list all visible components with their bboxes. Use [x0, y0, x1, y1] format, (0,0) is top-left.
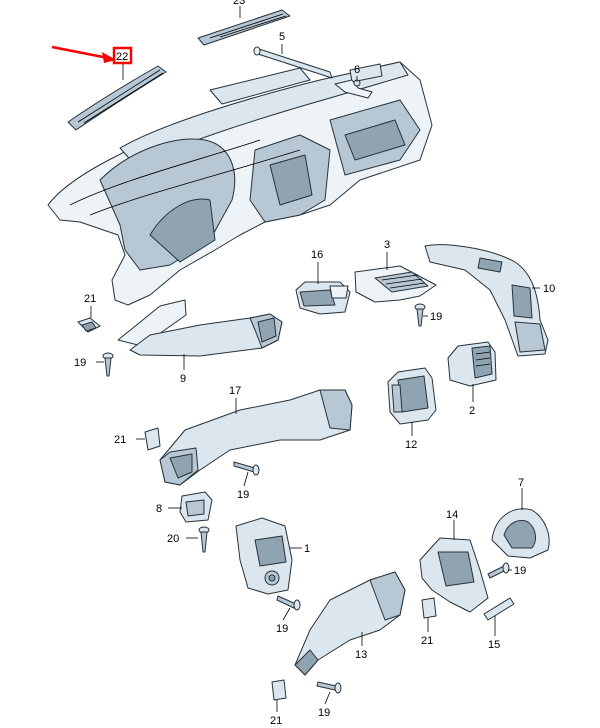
callout-14: 14	[446, 509, 458, 521]
callout-22: 22	[116, 51, 128, 63]
callout-19a: 19	[74, 357, 86, 369]
part-21-clip-c	[421, 597, 437, 619]
callout-19c: 19	[237, 489, 249, 501]
callout-13: 13	[355, 649, 367, 661]
callout-6: 6	[354, 64, 360, 76]
callout-20: 20	[167, 533, 179, 545]
callout-19d: 19	[276, 623, 288, 635]
part-17-air-duct	[159, 389, 353, 486]
part-1-vent	[235, 517, 293, 595]
callout-19e: 19	[514, 565, 526, 577]
callout-21b: 21	[114, 434, 126, 446]
part-6-bracket	[334, 79, 373, 99]
callout-7: 7	[518, 477, 524, 489]
part-12-vent-housing	[387, 367, 437, 425]
part-20-screw	[198, 526, 210, 553]
part-16-vent	[295, 281, 351, 315]
part-19-screw-b	[414, 303, 426, 327]
part-19-screw-e	[487, 562, 510, 579]
part-15-seal	[483, 597, 515, 621]
callout-19b: 19	[430, 311, 442, 323]
callout-3: 3	[384, 239, 390, 251]
part-19-screw-d	[276, 595, 301, 611]
callout-5: 5	[279, 31, 285, 43]
callout-17: 17	[229, 385, 241, 397]
callout-21d: 21	[270, 715, 282, 727]
callout-12: 12	[405, 439, 417, 451]
callout-8: 8	[156, 503, 162, 515]
dashboard-carrier	[47, 61, 433, 306]
part-22-strip	[67, 65, 167, 131]
part-19-screw-c	[233, 461, 260, 476]
callout-1: 1	[304, 543, 310, 555]
part-21-clip-a	[77, 317, 101, 333]
part-5-rod	[253, 46, 333, 79]
callout-21a: 21	[84, 293, 96, 305]
part-13-air-duct	[294, 571, 406, 676]
callout-15: 15	[488, 639, 500, 651]
part-7-cover	[491, 508, 550, 559]
callout-23: 23	[233, 0, 245, 7]
callout-16: 16	[311, 249, 323, 261]
callout-10: 10	[543, 283, 555, 295]
leader-lines	[90, 6, 540, 712]
part-19-screw-f	[316, 681, 342, 694]
part-21-clip-b	[144, 427, 161, 451]
part-21-clip-d	[271, 679, 287, 701]
part-23-strip	[197, 9, 291, 46]
part-19-screw-a	[102, 352, 114, 377]
part-14-duct-bracket	[419, 537, 489, 613]
part-10-side-trim	[424, 244, 549, 357]
part-9-air-duct	[117, 299, 283, 357]
callout-labels: 23 5 22 6 16 3 10 21 19 19 9 17 2 21 12 …	[74, 0, 555, 727]
part-3-vent-bracket	[354, 265, 437, 303]
pointer-arrow-head-icon	[102, 52, 116, 63]
callout-2: 2	[469, 405, 475, 417]
callout-highlight-box	[112, 46, 133, 65]
callout-9: 9	[180, 373, 186, 385]
callout-21c: 21	[421, 635, 433, 647]
pointer-arrow-icon	[51, 45, 109, 60]
part-8-bracket	[179, 491, 213, 523]
callout-19f: 19	[318, 707, 330, 719]
highlight-pointer	[51, 45, 133, 65]
part-2-vent-housing	[447, 341, 497, 387]
